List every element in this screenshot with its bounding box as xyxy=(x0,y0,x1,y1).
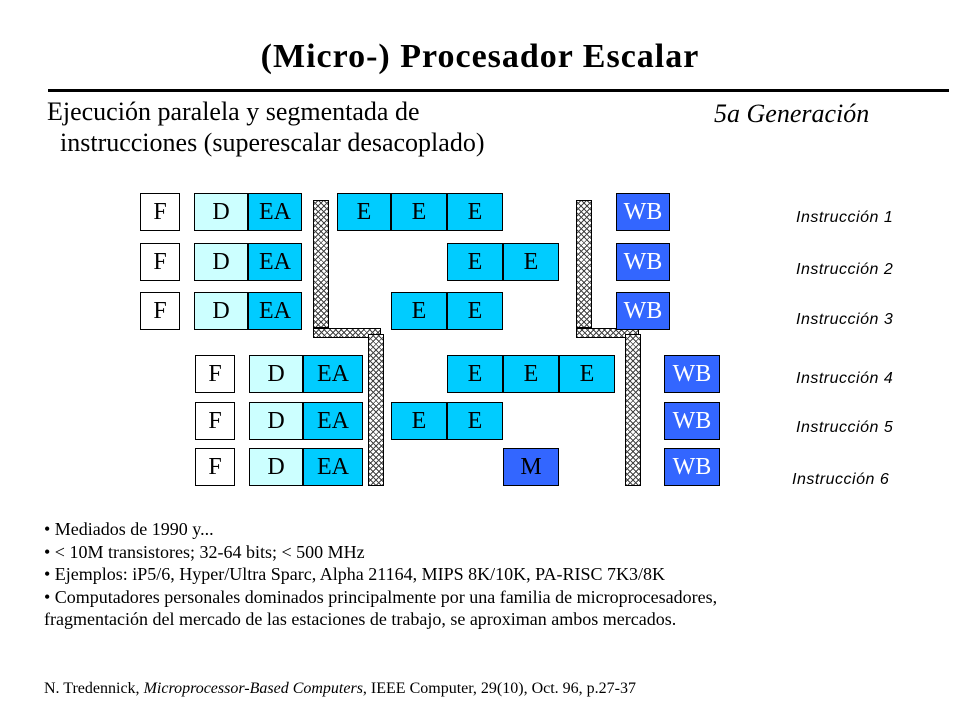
stage-effective-address: EA xyxy=(248,292,302,330)
stage-writeback: WB xyxy=(616,292,670,330)
stage-execute: E xyxy=(447,243,503,281)
generation-label: 5a Generación xyxy=(714,99,870,128)
reference-citation: N. Tredennick, Microprocessor-Based Comp… xyxy=(44,680,636,698)
stage-execute: E xyxy=(337,193,391,231)
stage-writeback: WB xyxy=(664,448,720,486)
instruction-label: Instrucción 2 xyxy=(796,261,894,278)
subtitle-line-2: instrucciones (superescalar desacoplado) xyxy=(60,128,485,157)
stage-writeback: WB xyxy=(664,402,720,440)
writeback-bus-connector xyxy=(576,200,592,328)
reference-details: , IEEE Computer, 29(10), Oct. 96, p.27-3… xyxy=(362,680,637,697)
stage-effective-address: EA xyxy=(303,355,363,393)
instruction-label: Instrucción 4 xyxy=(796,370,894,387)
instruction-label: Instrucción 5 xyxy=(796,419,894,436)
stage-execute: E xyxy=(503,243,559,281)
stage-execute: E xyxy=(503,355,559,393)
instruction-label: Instrucción 3 xyxy=(796,311,894,328)
dispatch-bus-connector xyxy=(313,200,329,328)
subtitle-line-1: Ejecución paralela y segmentada de xyxy=(47,97,420,126)
stage-decode: D xyxy=(194,292,248,330)
stage-fetch: F xyxy=(195,402,235,440)
bullet-item: • Ejemplos: iP5/6, Hyper/Ultra Sparc, Al… xyxy=(44,564,665,584)
stage-effective-address: EA xyxy=(303,448,363,486)
reference-work: Microprocessor-Based Computers xyxy=(143,680,363,697)
stage-writeback: WB xyxy=(664,355,720,393)
stage-execute: E xyxy=(447,402,503,440)
instruction-label: Instrucción 6 xyxy=(792,471,890,488)
dispatch-bus-connector xyxy=(313,328,381,338)
bullet-item: fragmentación del mercado de las estacio… xyxy=(44,609,677,629)
stage-fetch: F xyxy=(195,448,235,486)
instruction-label: Instrucción 1 xyxy=(796,209,894,226)
stage-effective-address: EA xyxy=(248,193,302,231)
stage-execute: E xyxy=(391,193,447,231)
stage-effective-address: EA xyxy=(248,243,302,281)
stage-writeback: WB xyxy=(616,193,670,231)
stage-execute: E xyxy=(391,402,447,440)
bullet-list: • Mediados de 1990 y... • < 10M transist… xyxy=(44,518,949,631)
stage-decode: D xyxy=(194,243,248,281)
reference-author: N. Tredennick, xyxy=(44,680,144,697)
stage-decode: D xyxy=(249,448,303,486)
stage-effective-address: EA xyxy=(303,402,363,440)
stage-execute: E xyxy=(391,292,447,330)
stage-execute: E xyxy=(447,355,503,393)
stage-execute: E xyxy=(559,355,615,393)
stage-execute: E xyxy=(447,193,503,231)
stage-writeback: WB xyxy=(616,243,670,281)
bullet-item: • < 10M transistores; 32-64 bits; < 500 … xyxy=(44,541,365,562)
title-underline xyxy=(48,89,949,92)
slide-title: (Micro-) Procesador Escalar xyxy=(260,38,700,75)
writeback-bus-connector xyxy=(625,334,641,486)
stage-decode: D xyxy=(194,193,248,231)
dispatch-bus-connector xyxy=(368,334,384,486)
stage-execute: E xyxy=(447,292,503,330)
stage-decode: D xyxy=(249,355,303,393)
bullet-item: • Computadores personales dominados prin… xyxy=(44,586,718,607)
writeback-bus-connector xyxy=(576,328,639,338)
stage-fetch: F xyxy=(140,292,180,330)
stage-memory: M xyxy=(503,448,559,486)
stage-fetch: F xyxy=(195,355,235,393)
stage-decode: D xyxy=(249,402,303,440)
bullet-item: • Mediados de 1990 y... xyxy=(44,519,214,539)
stage-fetch: F xyxy=(140,193,180,231)
stage-fetch: F xyxy=(140,243,180,281)
